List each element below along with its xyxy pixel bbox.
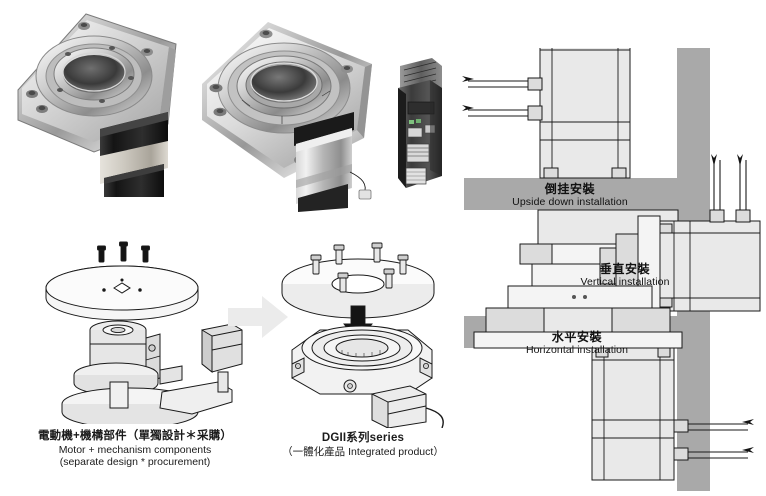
installation-label-upside-down: 倒挂安裝 Upside down installation <box>480 182 660 209</box>
installation-label-vertical: 垂直安裝 Vertical installation <box>540 262 710 289</box>
integrated-assembly-caption-en1: （一體化產品 Integrated product） <box>282 445 444 458</box>
upside-down-unit <box>462 37 697 287</box>
transition-arrow <box>228 294 290 340</box>
installation-label-vertical-cn: 垂直安裝 <box>599 262 651 276</box>
integrated-assembly-caption-cn: DGII系列series <box>321 432 405 444</box>
separate-assembly-caption-en1: Motor + mechanism components <box>58 443 212 456</box>
installation-label-upside-down-en: Upside down installation <box>512 196 628 209</box>
product-photo-large <box>196 12 396 212</box>
installation-panel <box>452 37 766 491</box>
product-photo-small <box>8 2 198 197</box>
separate-assembly-caption-cn: 電動機+機構部件（單獨設計＊采購） <box>37 430 233 442</box>
horizontal-unit <box>473 285 754 481</box>
installation-label-horizontal-cn: 水平安裝 <box>551 330 603 344</box>
installation-label-horizontal: 水平安裝 Horizontal installation <box>492 330 662 357</box>
installation-label-vertical-en: Vertical installation <box>580 276 670 289</box>
installation-label-horizontal-en: Horizontal installation <box>525 344 629 357</box>
integrated-assembly-caption: DGII系列series （一體化產品 Integrated product） <box>268 432 458 458</box>
separate-assembly-caption-en2: (separate design * procurement) <box>59 455 211 468</box>
separate-assembly-caption: 電動機+機構部件（單獨設計＊采購） Motor + mechanism comp… <box>10 430 260 468</box>
servo-driver-photo <box>386 58 446 190</box>
integrated-assembly-illustration <box>276 238 456 429</box>
installation-label-upside-down-cn: 倒挂安裝 <box>544 182 596 196</box>
separate-assembly-illustration <box>42 232 250 429</box>
